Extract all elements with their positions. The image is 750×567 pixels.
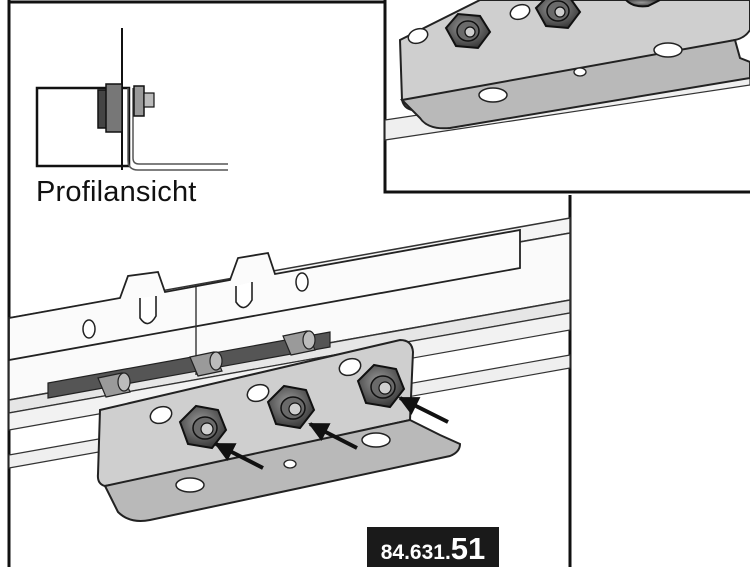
nut-middle (266, 384, 316, 430)
part-number-suffix: 51 (450, 531, 486, 566)
angle-bracket (96, 338, 462, 522)
bolt-shafts (97, 330, 316, 398)
nut-left (178, 404, 228, 450)
arrow-icon (308, 422, 358, 450)
upper-bracket (8, 228, 521, 375)
part-number-badge: 84.631.51 (367, 527, 499, 567)
detail-inset (383, 0, 750, 194)
profile-view-sketch (35, 28, 228, 171)
nut-right (356, 363, 406, 409)
profile-view-label: Profilansicht (36, 176, 197, 208)
arrow-icon (214, 442, 264, 470)
part-number-prefix: 84.631. (380, 541, 451, 564)
arrow-icon (398, 396, 449, 424)
